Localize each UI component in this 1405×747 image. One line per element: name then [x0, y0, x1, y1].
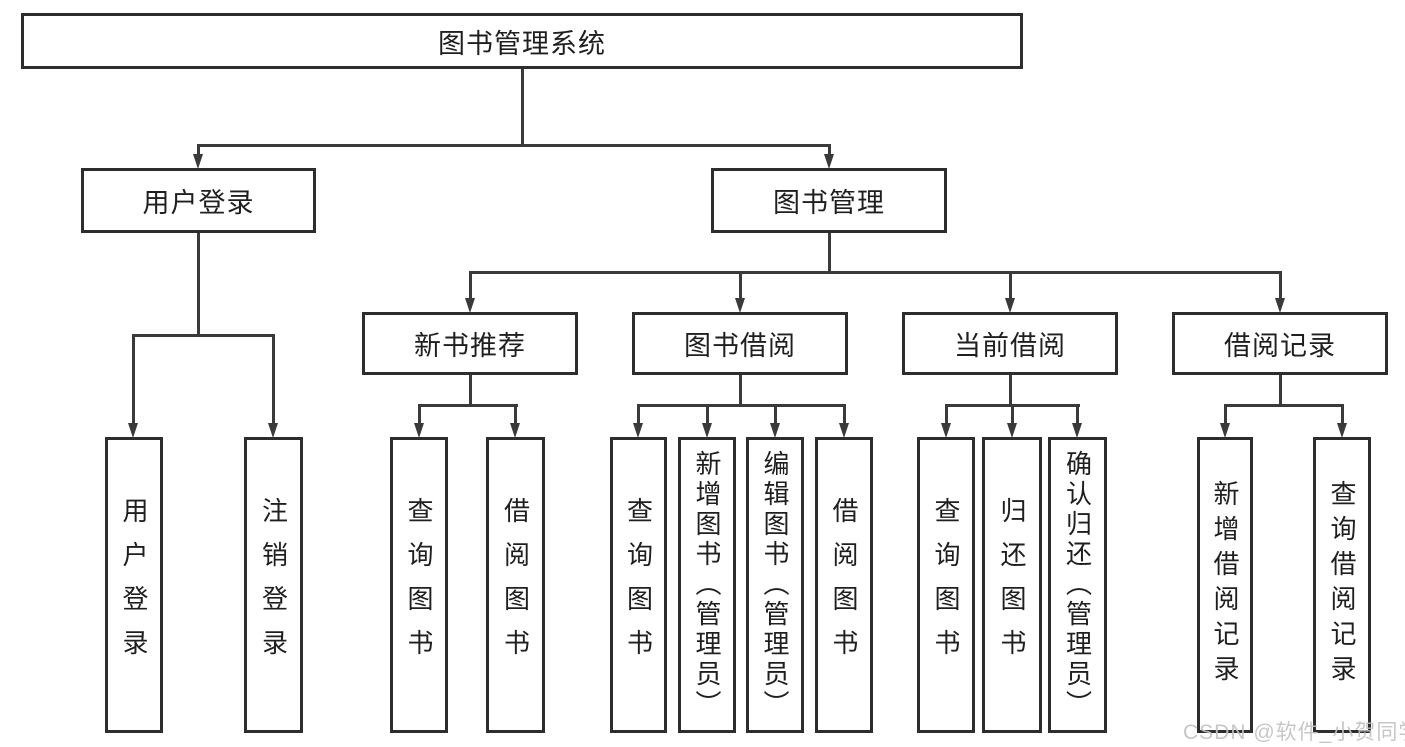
connector-userlogin-stem — [196, 233, 200, 336]
connector-newbook-bar — [417, 403, 518, 407]
connector-newbook-stem — [468, 375, 472, 406]
leaf-edit-book-admin: 编辑图书（管理员） — [746, 437, 804, 733]
arrow-down-icon — [838, 423, 849, 438]
arrow-down-icon — [823, 154, 834, 169]
node-book-borrow: 图书借阅 — [632, 312, 848, 375]
connector-drop — [1008, 270, 1012, 301]
arrow-down-icon — [769, 423, 780, 438]
connector-borrowrecord-stem — [1278, 375, 1282, 406]
node-current-borrow-label: 当前借阅 — [954, 331, 1066, 361]
node-book-borrow-label: 图书借阅 — [684, 331, 796, 361]
leaf-query-borrow-record: 查询借阅记录 — [1313, 437, 1371, 733]
connector-drop — [773, 403, 777, 426]
node-new-book-recommend-label: 新书推荐 — [414, 331, 526, 361]
arrow-down-icon — [734, 298, 745, 313]
node-book-management-label: 图书管理 — [773, 188, 885, 218]
leaf-query-book-current: 查询图书 — [917, 437, 975, 733]
connector-drop — [1278, 270, 1282, 301]
connector-drop — [131, 333, 135, 426]
node-borrow-record: 借阅记录 — [1172, 312, 1388, 375]
arrow-down-icon — [1219, 423, 1230, 438]
connector-drop — [417, 403, 421, 426]
connector-drop — [468, 270, 472, 301]
connector-drop — [1340, 403, 1344, 426]
node-borrow-record-label: 借阅记录 — [1224, 331, 1336, 361]
leaf-confirm-return-admin: 确认归还（管理员） — [1048, 437, 1107, 733]
connector-drop — [637, 403, 640, 426]
leaf-borrow-book-newbook: 借阅图书 — [486, 437, 545, 733]
connector-bookborrow-stem — [738, 375, 742, 406]
leaf-query-book-borrow: 查询图书 — [610, 437, 667, 733]
leaf-add-borrow-record: 新增借阅记录 — [1197, 437, 1253, 733]
connector-drop — [705, 403, 709, 426]
connector-bookborrow-bar — [637, 403, 846, 407]
arrow-down-icon — [510, 423, 520, 438]
connector-currentborrow-stem — [1008, 375, 1012, 406]
leaf-user-login: 用户登录 — [105, 437, 163, 733]
arrow-down-icon — [940, 423, 951, 438]
connector-drop — [738, 270, 742, 301]
arrow-down-icon — [1336, 423, 1347, 438]
node-root-label: 图书管理系统 — [438, 28, 606, 59]
arrow-down-icon — [192, 154, 203, 169]
arrow-down-icon — [267, 423, 278, 438]
arrow-down-icon — [127, 423, 138, 438]
connector-drop — [842, 403, 846, 426]
connector-bookmgmt-stem — [827, 233, 831, 273]
arrow-down-icon — [1072, 423, 1082, 438]
leaf-logout: 注销登录 — [244, 437, 303, 733]
connector-bookmgmt-bar — [468, 270, 1282, 274]
node-root: 图书管理系统 — [21, 13, 1023, 69]
arrow-down-icon — [633, 423, 643, 438]
connector-drop — [1223, 403, 1227, 426]
arrow-down-icon — [464, 298, 475, 313]
leaf-return-book: 归还图书 — [982, 437, 1042, 733]
node-current-borrow: 当前借阅 — [902, 312, 1118, 375]
arrow-down-icon — [1004, 298, 1015, 313]
leaf-add-book-admin: 新增图书（管理员） — [678, 437, 736, 733]
node-user-login: 用户登录 — [81, 168, 316, 233]
connector-borrowrecord-bar — [1223, 403, 1344, 407]
arrow-down-icon — [413, 423, 424, 438]
arrow-down-icon — [1274, 298, 1285, 313]
node-new-book-recommend: 新书推荐 — [362, 312, 578, 375]
arrow-down-icon — [701, 423, 712, 438]
connector-drop — [944, 403, 948, 426]
leaf-query-book-newbook: 查询图书 — [390, 437, 448, 733]
node-book-management: 图书管理 — [711, 168, 947, 233]
arrow-down-icon — [1006, 423, 1017, 438]
connector-drop — [514, 403, 517, 426]
connector-root-stem — [520, 69, 524, 146]
connector-drop — [827, 143, 831, 158]
connector-drop — [196, 143, 200, 158]
csdn-watermark: CSDN @软件_小贺同学 — [1183, 721, 1405, 744]
node-user-login-label: 用户登录 — [142, 188, 255, 218]
connector-drop — [1010, 403, 1014, 426]
connector-drop — [271, 333, 275, 426]
connector-userlogin-bar — [131, 333, 275, 337]
leaf-borrow-book: 借阅图书 — [815, 437, 873, 733]
connector-drop — [1076, 403, 1079, 426]
connector-root-bar — [196, 143, 831, 147]
